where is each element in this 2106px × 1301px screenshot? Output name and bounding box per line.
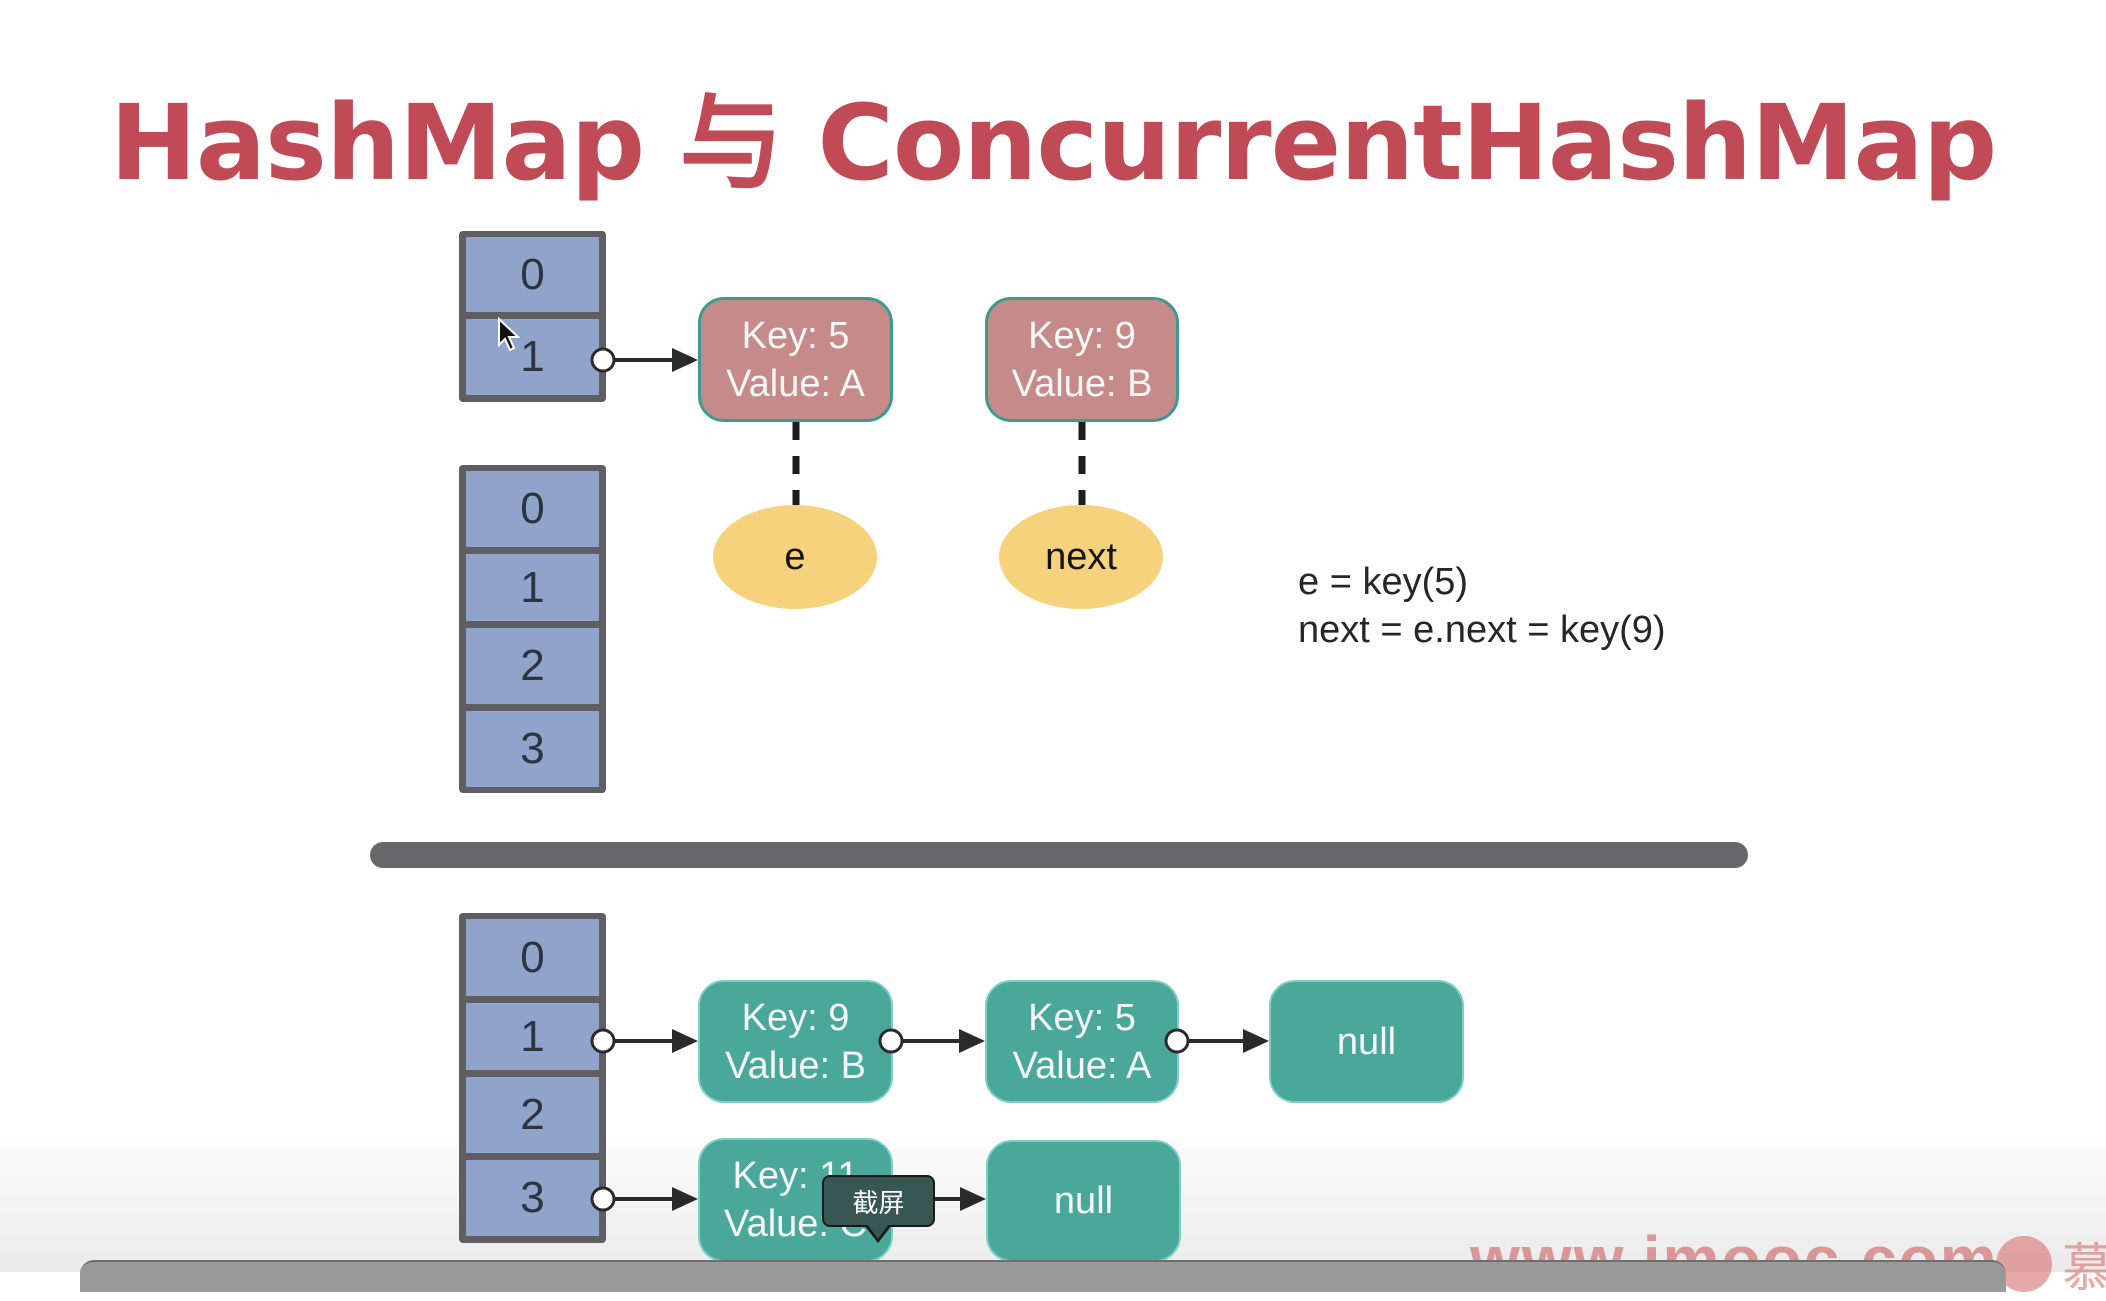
node-key: Key: 9 bbox=[1028, 314, 1136, 357]
entry-node-key5: Key: 5 Value: A bbox=[985, 980, 1179, 1103]
hash-array-resized: 0 1 2 3 bbox=[459, 465, 606, 793]
array-cell: 0 bbox=[466, 919, 599, 996]
section-divider bbox=[370, 842, 1748, 868]
null-label: null bbox=[1336, 1020, 1397, 1063]
tooltip-tail-inner bbox=[867, 1224, 889, 1239]
video-control-bar[interactable] bbox=[80, 1260, 2006, 1292]
node-key: Key: 5 bbox=[741, 314, 850, 357]
hash-array-top: 0 1 bbox=[459, 231, 606, 402]
array-cell: 1 bbox=[466, 1003, 599, 1070]
array-cell: 2 bbox=[466, 1077, 599, 1153]
null-node: null bbox=[1269, 980, 1464, 1103]
pointer-next: next bbox=[999, 505, 1163, 609]
pointer-e: e bbox=[713, 505, 877, 609]
arrow-key9-to-key5 bbox=[878, 1028, 985, 1054]
arrow-bucket1-to-key5 bbox=[590, 347, 698, 373]
array-cell: 0 bbox=[466, 237, 599, 312]
array-cell: 0 bbox=[466, 471, 599, 547]
entry-node-key9: Key: 9 Value: B bbox=[698, 980, 893, 1103]
node-key: Key: 5 bbox=[1028, 996, 1136, 1039]
formula-line-2: next = e.next = key(9) bbox=[1298, 609, 1666, 651]
formula-text: e = key(5) next = e.next = key(9) bbox=[1298, 558, 1666, 654]
slide-title: HashMap 与 ConcurrentHashMap bbox=[109, 82, 1997, 204]
array-cell: 3 bbox=[466, 711, 599, 787]
null-node: null bbox=[986, 1140, 1181, 1262]
arrow-bottom-bucket1 bbox=[590, 1028, 698, 1054]
node-value: Value: A bbox=[1012, 1044, 1152, 1087]
array-cell: 1 bbox=[466, 319, 599, 395]
hash-array-bottom: 0 1 2 3 bbox=[459, 913, 606, 1243]
watermark-brand: 慕 bbox=[2062, 1239, 2106, 1299]
mouse-cursor-icon bbox=[498, 317, 521, 352]
null-label: null bbox=[1053, 1180, 1114, 1222]
arrow-key5-to-null bbox=[1164, 1028, 1269, 1054]
node-value: Value: A bbox=[726, 362, 865, 405]
node-key: Key: 9 bbox=[741, 996, 850, 1039]
entry-node-key5: Key: 5 Value: A bbox=[698, 297, 893, 422]
array-cell: 2 bbox=[466, 628, 599, 704]
array-cell: 3 bbox=[466, 1160, 599, 1236]
arrow-key11-to-null bbox=[935, 1187, 986, 1211]
entry-node-key9: Key: 9 Value: B bbox=[985, 297, 1179, 422]
node-value: Value: B bbox=[725, 1044, 866, 1087]
array-cell: 1 bbox=[466, 554, 599, 621]
node-value: Value: B bbox=[1011, 362, 1153, 405]
arrow-bottom-bucket3 bbox=[590, 1186, 698, 1212]
formula-line-1: e = key(5) bbox=[1298, 561, 1469, 603]
screenshot-tooltip: 截屏 bbox=[822, 1175, 935, 1227]
